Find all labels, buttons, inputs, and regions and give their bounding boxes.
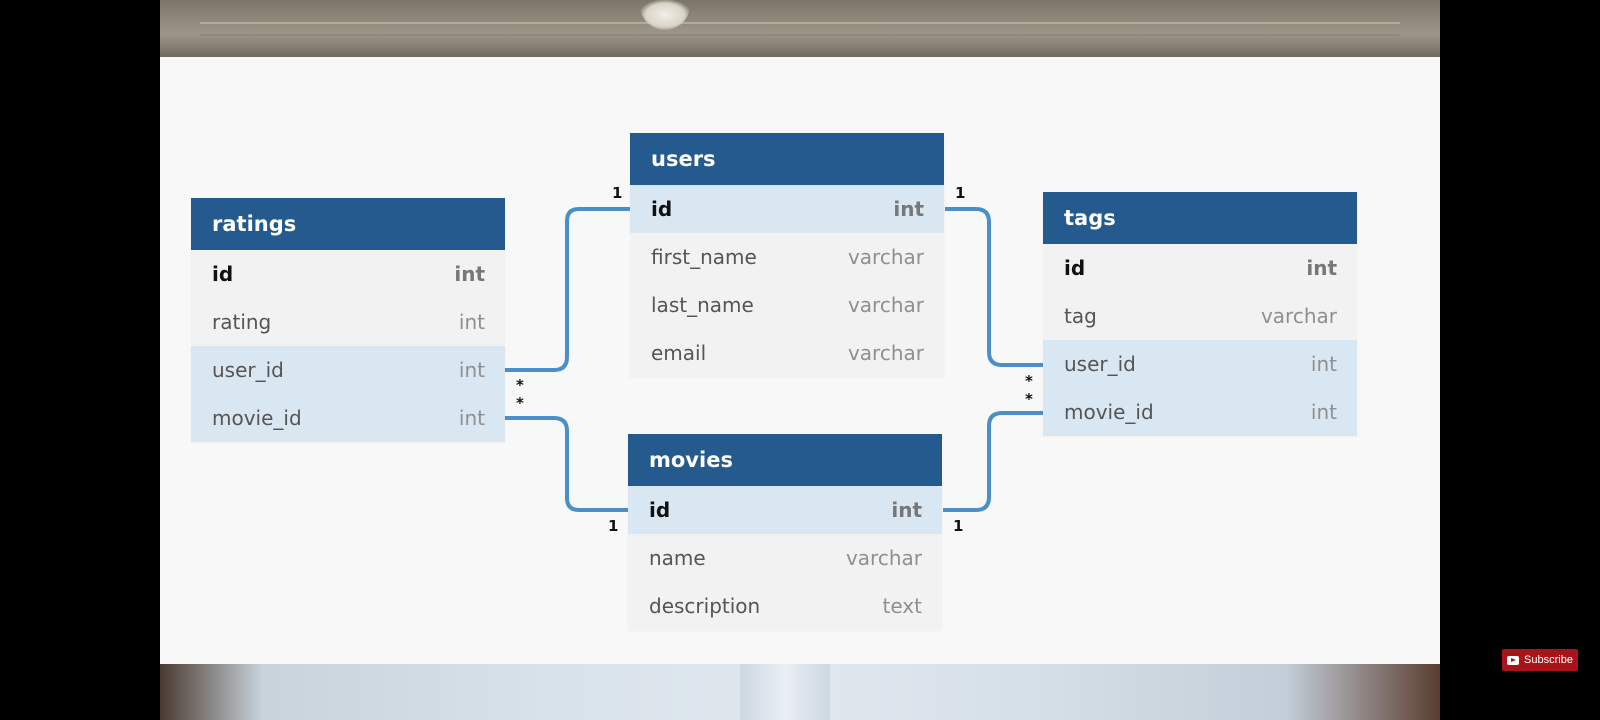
link-users-tags <box>945 207 1043 367</box>
table-row: last_name varchar <box>630 281 944 329</box>
field-name: id <box>1064 256 1086 280</box>
field-name: id <box>651 197 673 221</box>
youtube-icon <box>1507 655 1520 665</box>
table-title: movies <box>628 434 942 486</box>
field-name: movie_id <box>1064 400 1154 424</box>
table-row: email varchar <box>630 329 944 377</box>
table-title: users <box>630 133 944 185</box>
presenter-collar <box>740 664 830 720</box>
table-row: id int <box>630 185 944 233</box>
field-type: varchar <box>847 293 924 317</box>
er-diagram-slide: 1 1 1 1 * * * * ratings id int rating in… <box>160 57 1440 664</box>
table-users: users id int first_name varchar last_nam… <box>630 133 944 377</box>
table-title: ratings <box>191 198 505 250</box>
field-type: varchar <box>845 546 922 570</box>
link-movies-tags <box>943 411 1043 512</box>
field-name: id <box>649 498 671 522</box>
link-ratings-users <box>505 207 630 372</box>
field-name: description <box>649 594 761 618</box>
cardinality-label: * <box>1025 372 1033 390</box>
field-type: int <box>893 197 924 221</box>
table-row: tag varchar <box>1043 292 1357 340</box>
field-type: int <box>891 498 922 522</box>
table-row: movie_id int <box>1043 388 1357 436</box>
video-frame: 1 1 1 1 * * * * ratings id int rating in… <box>160 0 1440 720</box>
table-row: rating int <box>191 298 505 346</box>
table-row: id int <box>191 250 505 298</box>
field-type: int <box>454 262 485 286</box>
table-row: id int <box>628 486 942 534</box>
cardinality-label: 1 <box>953 517 963 535</box>
link-ratings-movies <box>505 416 628 512</box>
field-type: int <box>458 358 485 382</box>
cardinality-label: 1 <box>612 184 622 202</box>
field-type: int <box>1306 256 1337 280</box>
field-name: movie_id <box>212 406 302 430</box>
ceiling-molding <box>200 22 1400 36</box>
table-row: id int <box>1043 244 1357 292</box>
table-row: first_name varchar <box>630 233 944 281</box>
table-row: description text <box>628 582 942 630</box>
cardinality-label: * <box>516 394 524 412</box>
table-tags: tags id int tag varchar user_id int movi… <box>1043 192 1357 436</box>
table-row: user_id int <box>191 346 505 394</box>
table-ratings: ratings id int rating int user_id int mo… <box>191 198 505 442</box>
table-title: tags <box>1043 192 1357 244</box>
field-name: id <box>212 262 234 286</box>
field-type: varchar <box>847 341 924 365</box>
table-row: movie_id int <box>191 394 505 442</box>
field-name: first_name <box>651 245 757 269</box>
field-type: varchar <box>1260 304 1337 328</box>
field-name: name <box>649 546 706 570</box>
field-type: int <box>458 310 485 334</box>
relationship-lines: 1 1 1 1 * * * * <box>505 184 1043 535</box>
field-name: tag <box>1064 304 1097 328</box>
cardinality-label: * <box>516 376 524 394</box>
cardinality-label: * <box>1025 390 1033 408</box>
field-name: email <box>651 341 707 365</box>
subscribe-label: Subscribe <box>1524 654 1573 666</box>
field-name: rating <box>212 310 272 334</box>
field-name: last_name <box>651 293 754 317</box>
field-type: varchar <box>847 245 924 269</box>
field-name: user_id <box>1064 352 1136 376</box>
subscribe-button[interactable]: Subscribe <box>1502 649 1578 671</box>
table-row: user_id int <box>1043 340 1357 388</box>
field-type: int <box>1310 352 1337 376</box>
field-type: text <box>882 594 922 618</box>
table-movies: movies id int name varchar description t… <box>628 434 942 630</box>
background-ceiling <box>160 0 1440 57</box>
field-name: user_id <box>212 358 284 382</box>
field-type: int <box>458 406 485 430</box>
cardinality-label: 1 <box>608 517 618 535</box>
field-type: int <box>1310 400 1337 424</box>
cardinality-label: 1 <box>955 184 965 202</box>
table-row: name varchar <box>628 534 942 582</box>
